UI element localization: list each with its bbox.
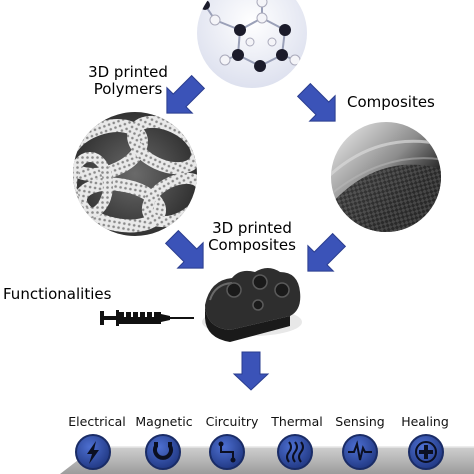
composites-label: Composites xyxy=(347,93,435,111)
polymers-label-line1: 3D printed xyxy=(88,63,168,81)
polymer-lattice-image xyxy=(73,112,197,236)
syringe-icon xyxy=(100,310,194,326)
carbon-fiber-image xyxy=(331,122,441,232)
functionality-label-healing: Healing xyxy=(401,414,449,429)
functionality-label-circuitry: Circuitry xyxy=(205,414,259,429)
functionalities-label: Functionalities xyxy=(3,285,112,303)
arrow-down-left-1 xyxy=(166,74,206,114)
healing-icon xyxy=(408,434,444,470)
functionality-label-thermal: Thermal xyxy=(271,414,323,429)
polymers-label: 3D printed Polymers xyxy=(68,63,188,99)
polymers-label-line2: Polymers xyxy=(93,80,163,99)
printed-composites-label: 3D printed Composites xyxy=(197,219,307,255)
thermal-icon xyxy=(277,434,313,470)
arrow-down-right-1 xyxy=(296,82,336,122)
sensing-icon xyxy=(342,434,378,470)
molecule-image xyxy=(197,0,307,88)
arrow-down-center xyxy=(232,351,270,391)
electrical-icon xyxy=(75,434,111,470)
arrow-down-left-2 xyxy=(307,232,347,272)
printed-composites-line1: 3D printed xyxy=(212,219,292,237)
functionality-label-magnetic: Magnetic xyxy=(135,414,193,429)
circuitry-icon xyxy=(209,434,245,470)
magnetic-icon xyxy=(145,434,181,470)
printed-composites-line2: Composites xyxy=(208,236,296,255)
arrow-down-right-2 xyxy=(164,229,204,269)
functionality-label-sensing: Sensing xyxy=(335,414,385,429)
functionality-label-electrical: Electrical xyxy=(68,414,126,429)
printed-composite-part-image xyxy=(202,268,302,342)
